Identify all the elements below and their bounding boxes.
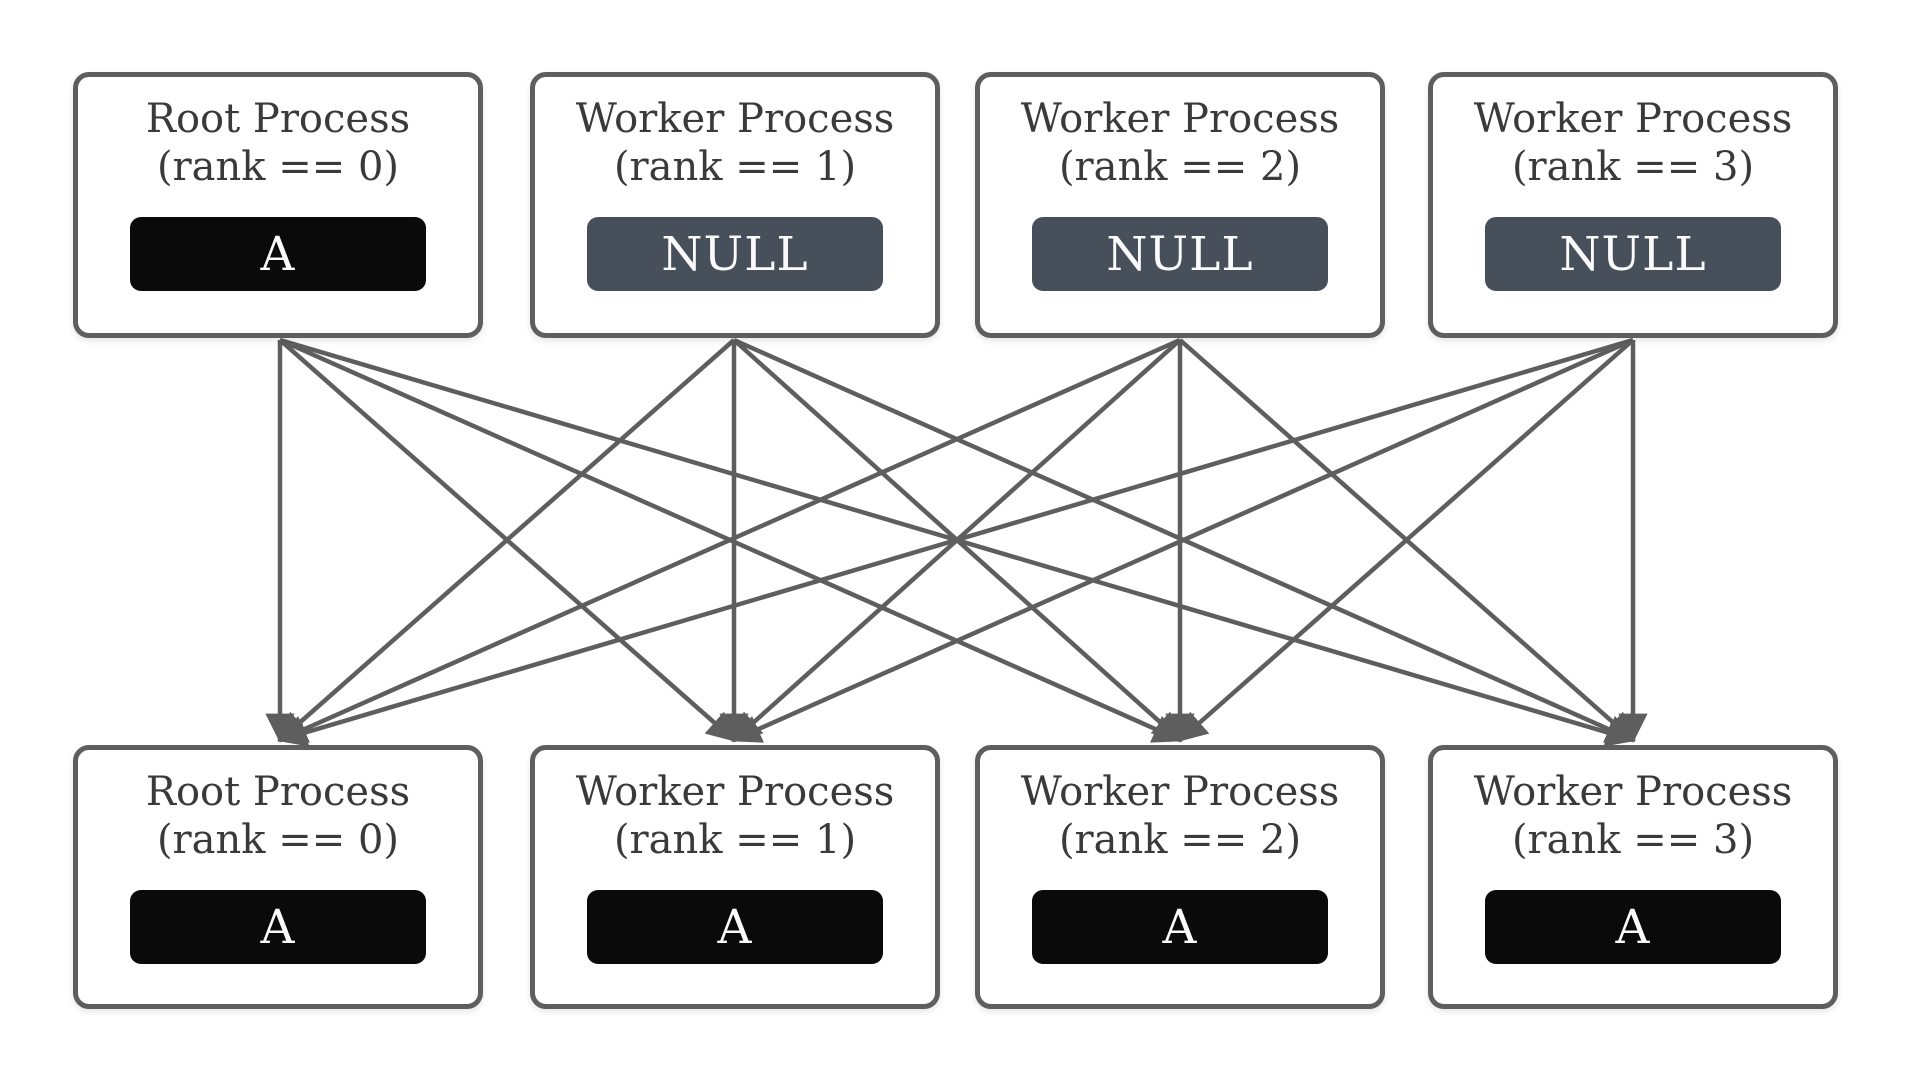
buffer-value: A bbox=[1485, 890, 1781, 964]
process-box-top-rank3: Worker Process (rank == 3) NULL bbox=[1428, 72, 1838, 338]
process-rank: (rank == 1) bbox=[613, 144, 857, 190]
process-box-bottom-rank2: Worker Process (rank == 2) A bbox=[975, 745, 1385, 1009]
process-title: Worker Process (rank == 3) bbox=[1474, 768, 1793, 864]
process-name: Worker Process bbox=[1473, 769, 1793, 815]
process-name: Worker Process bbox=[575, 96, 895, 142]
process-title: Root Process (rank == 0) bbox=[146, 768, 410, 864]
process-rank: (rank == 2) bbox=[1058, 144, 1302, 190]
broadcast-arrow bbox=[732, 338, 1183, 742]
process-box-top-rank2: Worker Process (rank == 2) NULL bbox=[975, 72, 1385, 338]
buffer-value: A bbox=[1032, 890, 1328, 964]
broadcast-arrow bbox=[279, 337, 1636, 747]
broadcast-arrow bbox=[279, 337, 1183, 743]
process-rank: (rank == 3) bbox=[1511, 817, 1755, 863]
buffer-value: A bbox=[130, 217, 426, 291]
broadcast-arrow bbox=[1178, 338, 1636, 742]
process-name: Root Process bbox=[145, 769, 411, 815]
broadcast-arrow bbox=[731, 338, 1182, 742]
process-rank: (rank == 0) bbox=[156, 817, 400, 863]
process-title: Root Process (rank == 0) bbox=[146, 95, 410, 191]
process-name: Worker Process bbox=[1473, 96, 1793, 142]
buffer-value: A bbox=[587, 890, 883, 964]
process-rank: (rank == 0) bbox=[156, 144, 400, 190]
broadcast-arrow bbox=[731, 337, 1634, 743]
buffer-value: A bbox=[130, 890, 426, 964]
process-rank: (rank == 3) bbox=[1511, 144, 1755, 190]
process-box-bottom-rank3: Worker Process (rank == 3) A bbox=[1428, 745, 1838, 1009]
process-title: Worker Process (rank == 3) bbox=[1474, 95, 1793, 191]
process-box-top-rank1: Worker Process (rank == 1) NULL bbox=[530, 72, 940, 338]
process-title: Worker Process (rank == 2) bbox=[1021, 768, 1340, 864]
broadcast-arrow bbox=[277, 337, 1181, 743]
process-name: Worker Process bbox=[575, 769, 895, 815]
buffer-value: NULL bbox=[1485, 217, 1781, 291]
buffer-value: NULL bbox=[587, 217, 883, 291]
buffer-value: NULL bbox=[1032, 217, 1328, 291]
process-title: Worker Process (rank == 1) bbox=[576, 768, 895, 864]
broadcast-arrow bbox=[277, 338, 736, 742]
process-title: Worker Process (rank == 2) bbox=[1021, 95, 1340, 191]
broadcast-arrow bbox=[277, 337, 1634, 747]
process-name: Root Process bbox=[145, 96, 411, 142]
process-name: Worker Process bbox=[1020, 96, 1340, 142]
process-name: Worker Process bbox=[1020, 769, 1340, 815]
process-rank: (rank == 2) bbox=[1058, 817, 1302, 863]
process-title: Worker Process (rank == 1) bbox=[576, 95, 895, 191]
process-box-bottom-rank0: Root Process (rank == 0) A bbox=[73, 745, 483, 1009]
process-box-top-rank0: Root Process (rank == 0) A bbox=[73, 72, 483, 338]
process-box-bottom-rank1: Worker Process (rank == 1) A bbox=[530, 745, 940, 1009]
process-rank: (rank == 1) bbox=[613, 817, 857, 863]
broadcast-arrow bbox=[1177, 338, 1635, 742]
broadcast-arrow bbox=[733, 337, 1636, 743]
broadcast-arrow bbox=[278, 338, 737, 742]
